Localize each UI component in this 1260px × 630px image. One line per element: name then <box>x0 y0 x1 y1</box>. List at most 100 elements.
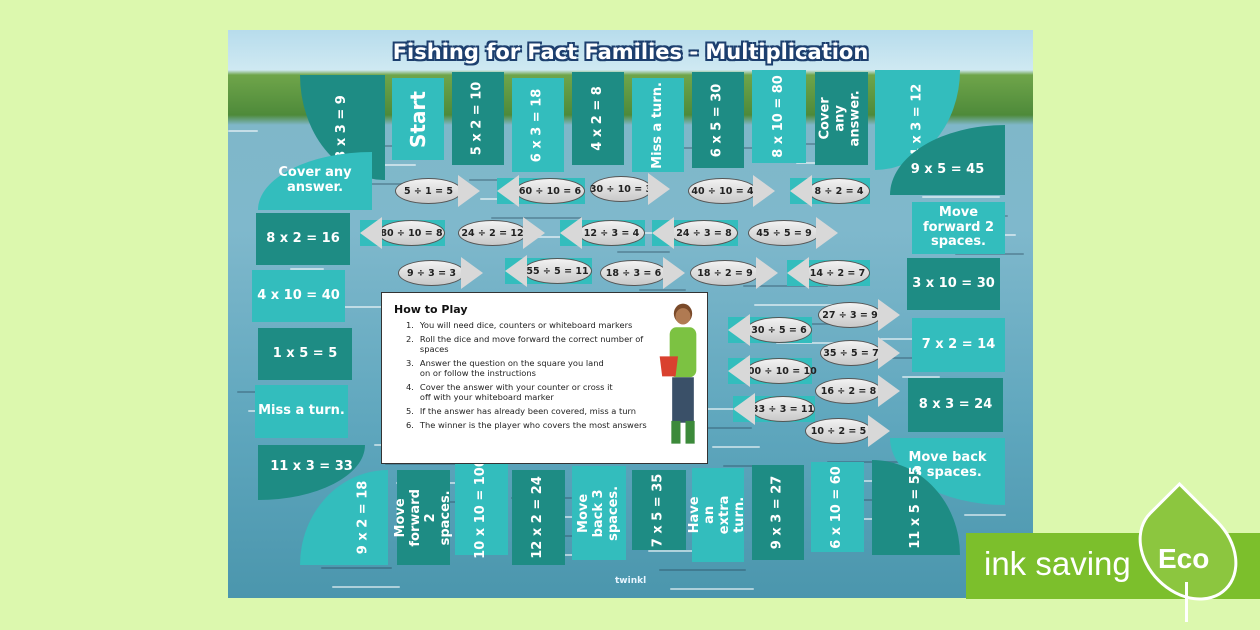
fish-card: 24 ÷ 3 = 8 <box>652 217 738 249</box>
fish-card: 5 ÷ 1 = 5 <box>395 175 480 207</box>
fish-card: 35 ÷ 5 = 7 <box>820 337 900 369</box>
fish-tail-icon <box>560 217 582 249</box>
tile: Move forward 2 spaces. <box>912 202 1005 254</box>
tile-label: 4 x 10 = 40 <box>257 287 340 303</box>
tile: 4 x 10 = 40 <box>252 270 345 322</box>
fish-equation: 40 ÷ 10 = 4 <box>688 178 757 204</box>
fish-tail-icon <box>756 257 778 289</box>
fish-card: 16 ÷ 2 = 8 <box>815 375 900 407</box>
fish-equation: 5 ÷ 1 = 5 <box>395 178 462 204</box>
fish-equation: 100 ÷ 10 = 10 <box>741 358 817 384</box>
tile-label: 9 x 3 = 27 <box>769 475 785 550</box>
tile: 9 x 3 = 27 <box>752 465 804 560</box>
fish-equation: 30 ÷ 10 = 3 <box>590 176 652 202</box>
wave-line <box>385 463 484 465</box>
tile-label: 11 x 5 = 55 <box>907 466 923 549</box>
wave-line <box>332 586 400 588</box>
wave-line <box>290 268 324 270</box>
step-text: Cover the answer with your counter or cr… <box>419 382 613 402</box>
step: 2.Roll the dice and move forward the cor… <box>406 334 695 354</box>
tile-label: 11 x 3 = 33 <box>270 459 353 475</box>
tile: Miss a turn. <box>255 385 348 438</box>
step-number: 4. <box>406 382 414 392</box>
tile-label: 8 x 3 = 24 <box>918 396 993 412</box>
fish-card: 60 ÷ 10 = 6 <box>497 175 585 207</box>
tile: 5 x 2 = 10 <box>452 72 504 165</box>
wave-line <box>639 289 686 291</box>
step-text: You will need dice, counters or whiteboa… <box>419 320 633 330</box>
tile-label: 7 x 5 = 35 <box>650 473 666 547</box>
fish-card: 10 ÷ 2 = 5 <box>805 415 890 447</box>
tile: 7 x 2 = 14 <box>912 318 1005 372</box>
fish-tail-icon <box>787 257 809 289</box>
tile: 10 x 10 = 100 <box>455 458 508 559</box>
tile: 4 x 2 = 8 <box>572 72 624 165</box>
fish-tail-icon <box>360 217 382 249</box>
fish-card: 30 ÷ 5 = 6 <box>728 314 812 346</box>
fish-tail-icon <box>790 175 812 207</box>
fish-tail-icon <box>461 257 483 289</box>
fish-card: 40 ÷ 10 = 4 <box>688 175 775 207</box>
fish-tail-icon <box>816 217 838 249</box>
fish-equation: 10 ÷ 2 = 5 <box>805 418 872 444</box>
tile-label: Have an extra turn. <box>687 495 747 535</box>
fish-card: 14 ÷ 2 = 7 <box>787 257 870 289</box>
wave-line <box>922 196 1000 198</box>
fish-card: 45 ÷ 5 = 9 <box>748 217 838 249</box>
wave-line <box>902 376 940 378</box>
fish-card: 33 ÷ 3 = 11 <box>733 393 815 425</box>
leaf-stem-icon <box>1185 582 1188 622</box>
fish-equation: 12 ÷ 3 = 4 <box>578 220 645 246</box>
wave-line <box>827 461 910 463</box>
tile-label: 1 x 5 = 5 <box>272 345 338 361</box>
fish-card: 24 ÷ 2 = 12 <box>458 217 545 249</box>
tile-label: 8 x 10 = 80 <box>770 75 786 158</box>
tile: 1 x 5 = 5 <box>258 328 352 380</box>
step: 1.You will need dice, counters or whiteb… <box>406 320 695 330</box>
tile-label: 5 x 2 = 10 <box>469 81 485 156</box>
wave-line <box>354 164 416 166</box>
tile: 6 x 10 = 60 <box>811 462 864 552</box>
tile: 8 x 2 = 16 <box>256 213 350 265</box>
tile: Move forward 2 spaces. <box>393 470 452 565</box>
fish-equation: 45 ÷ 5 = 9 <box>748 220 820 246</box>
fish-card: 55 ÷ 5 = 11 <box>505 255 592 287</box>
fish-tail-icon <box>523 217 545 249</box>
tile-label: 9 x 5 = 45 <box>910 161 985 177</box>
fish-equation: 55 ÷ 5 = 11 <box>523 258 592 284</box>
fish-equation: 18 ÷ 2 = 9 <box>690 260 760 286</box>
fish-equation: 8 ÷ 2 = 4 <box>808 178 870 204</box>
tile-label: Move back 3 spaces. <box>908 449 987 480</box>
wave-line <box>723 465 768 467</box>
fish-equation: 24 ÷ 2 = 12 <box>458 220 527 246</box>
wave-line <box>776 342 852 344</box>
fish-tail-icon <box>663 257 685 289</box>
fish-equation: 9 ÷ 3 = 3 <box>398 260 465 286</box>
fish-card: 80 ÷ 10 = 8 <box>360 217 445 249</box>
twinkl-logo: twinkl <box>615 576 647 586</box>
eco-label: Eco <box>1158 543 1210 574</box>
fish-card: 9 ÷ 3 = 3 <box>398 257 483 289</box>
tile-label: Move back 3 spaces. <box>575 485 621 541</box>
fish-equation: 16 ÷ 2 = 8 <box>815 378 882 404</box>
wave-line <box>743 285 828 287</box>
tile-label: 7 x 2 = 14 <box>921 336 996 352</box>
step-number: 6. <box>406 420 414 430</box>
fish-equation: 35 ÷ 5 = 7 <box>820 340 882 366</box>
wave-line <box>712 446 760 448</box>
tile-label: Miss a turn. <box>649 81 665 169</box>
fish-equation: 24 ÷ 3 = 8 <box>670 220 738 246</box>
step: 5.If the answer has already been covered… <box>406 406 695 416</box>
wave-line <box>321 567 392 569</box>
fish-card: 12 ÷ 3 = 4 <box>560 217 645 249</box>
tile-label: Move forward 2 spaces. <box>392 488 453 547</box>
wave-line <box>659 569 746 571</box>
wave-line <box>407 501 500 503</box>
fish-tail-icon <box>868 415 890 447</box>
how-to-play-steps: 1.You will need dice, counters or whiteb… <box>394 320 695 430</box>
step: 4. Cover the answer with your counter or … <box>406 382 695 402</box>
tile-wedge: Cover any answer. <box>258 152 372 210</box>
wave-line <box>617 251 670 253</box>
wave-line <box>891 357 932 359</box>
fish-equation: 60 ÷ 10 = 6 <box>515 178 585 204</box>
